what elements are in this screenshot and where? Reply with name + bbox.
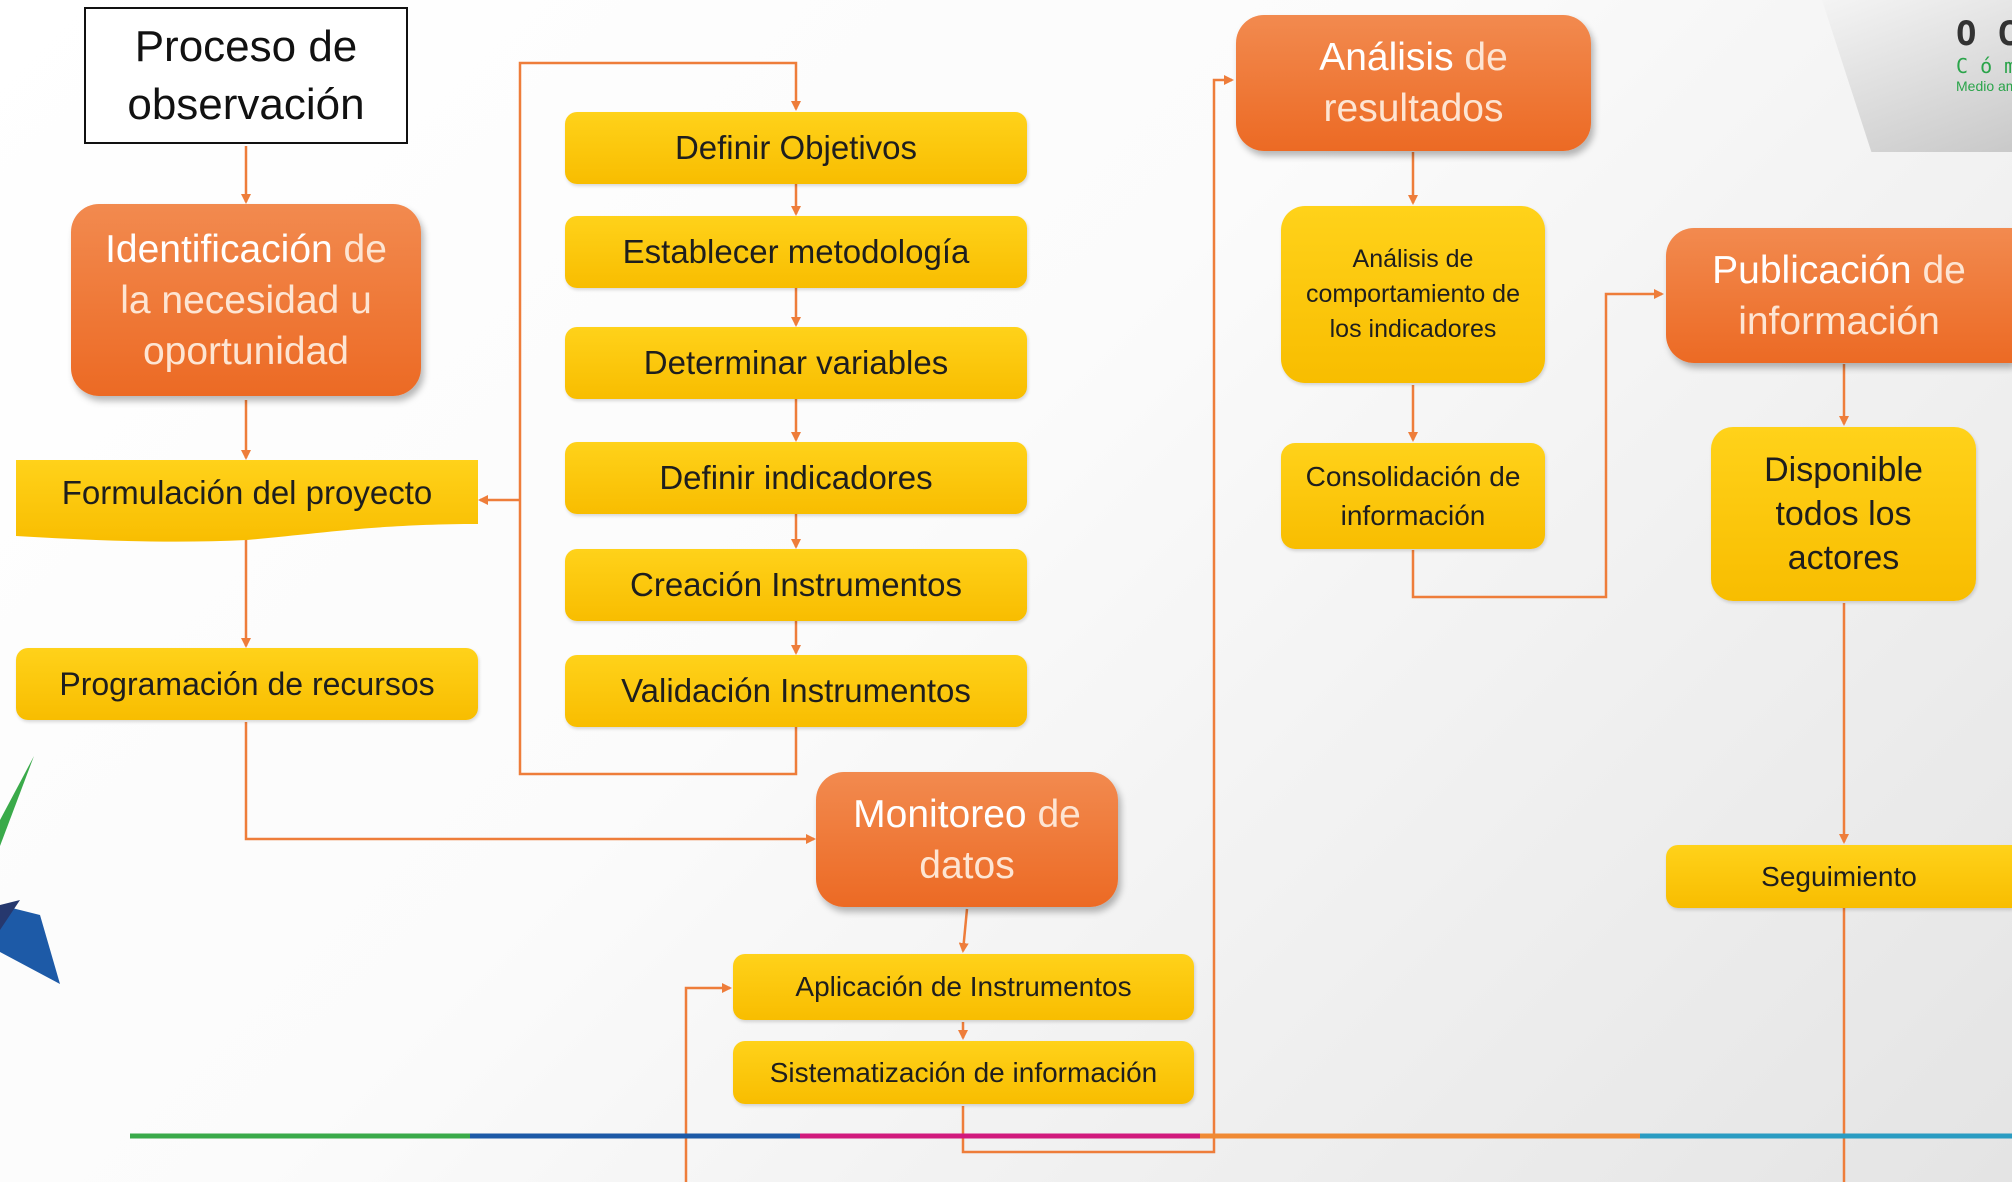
publicacion-rest: de información xyxy=(1738,248,1966,343)
title-box: Proceso de observación xyxy=(84,7,408,144)
analisis-node: Análisis de resultados xyxy=(1236,15,1591,151)
monitoreo-rest: de datos xyxy=(919,792,1081,887)
logo-subtitle: C ó m o xyxy=(1956,54,2012,78)
arrow-bottom-to-aplicacion xyxy=(684,983,732,1182)
establecer-metodologia-node: Establecer metodología xyxy=(565,216,1027,288)
disponible-node: Disponible todos los actores xyxy=(1711,427,1976,601)
arrow-monitoreo-to-aplicacion xyxy=(958,908,969,953)
identificacion-rest: de la necesidad u oportunidad xyxy=(120,227,387,373)
consolidacion-node: Consolidación de información xyxy=(1281,443,1545,549)
establecer-metodologia-label: Establecer metodología xyxy=(622,233,970,270)
definir-indicadores-node: Definir indicadores xyxy=(565,442,1027,514)
seguimiento-node: Seguimiento xyxy=(1666,845,2012,908)
formulacion-node: Formulación del proyecto xyxy=(16,460,478,544)
arrow-consolidacion-to-publicacion xyxy=(1411,289,1664,599)
decor-green-shape xyxy=(0,756,34,846)
arrow-programacion-to-monitoreo xyxy=(244,722,816,844)
programacion-node: Programación de recursos xyxy=(16,648,478,720)
creacion-instrumentos-node: Creación Instrumentos xyxy=(565,549,1027,621)
analisis-rest: de resultados xyxy=(1323,36,1508,130)
logo-title: O C xyxy=(1956,14,2012,54)
programacion-label: Programación de recursos xyxy=(59,665,435,702)
loop-validacion-to-objetivos xyxy=(518,61,801,776)
analisis-comportamiento-node: Análisis de comportamiento de los indica… xyxy=(1281,206,1545,383)
sistematizacion-label: Sistematización de información xyxy=(769,1056,1158,1088)
validacion-instrumentos-label: Validación Instrumentos xyxy=(621,672,971,709)
title-line-1: Proceso de xyxy=(134,21,358,71)
identificacion-node: Identificación de la necesidad u oportun… xyxy=(71,204,421,396)
determinar-variables-node: Determinar variables xyxy=(565,327,1027,399)
disponible-label: Disponible todos los actores xyxy=(1764,451,1923,577)
identificacion-highlight: Identificación xyxy=(105,227,333,271)
definir-objetivos-label: Definir Objetivos xyxy=(674,129,918,166)
seguimiento-label: Seguimiento xyxy=(1761,860,1917,892)
publicacion-node: Publicación de información xyxy=(1666,228,2012,363)
analisis-comportamiento-label: Análisis de comportamiento de los indica… xyxy=(1305,245,1520,343)
logo: O C C ó m o Medio am xyxy=(1956,14,2012,124)
title-line-2: observación xyxy=(127,79,365,129)
analisis-highlight: Análisis xyxy=(1319,36,1454,79)
definir-objetivos-node: Definir Objetivos xyxy=(565,112,1027,184)
monitoreo-highlight: Monitoreo xyxy=(853,792,1027,836)
creacion-instrumentos-label: Creación Instrumentos xyxy=(630,566,962,603)
determinar-variables-label: Determinar variables xyxy=(643,344,949,381)
aplicacion-node: Aplicación de Instrumentos xyxy=(733,954,1194,1020)
formulacion-label: Formulación del proyecto xyxy=(61,474,433,511)
publicacion-highlight: Publicación xyxy=(1712,248,1912,292)
monitoreo-node: Monitoreo de datos xyxy=(816,772,1118,907)
definir-indicadores-label: Definir indicadores xyxy=(659,459,933,496)
validacion-instrumentos-node: Validación Instrumentos xyxy=(565,655,1027,727)
consolidacion-label: Consolidación de información xyxy=(1305,461,1521,531)
decor-blue-shape xyxy=(0,905,60,984)
aplicacion-label: Aplicación de Instrumentos xyxy=(795,971,1132,1002)
logo-tagline: Medio am xyxy=(1956,78,2012,94)
sistematizacion-node: Sistematización de información xyxy=(733,1041,1194,1104)
